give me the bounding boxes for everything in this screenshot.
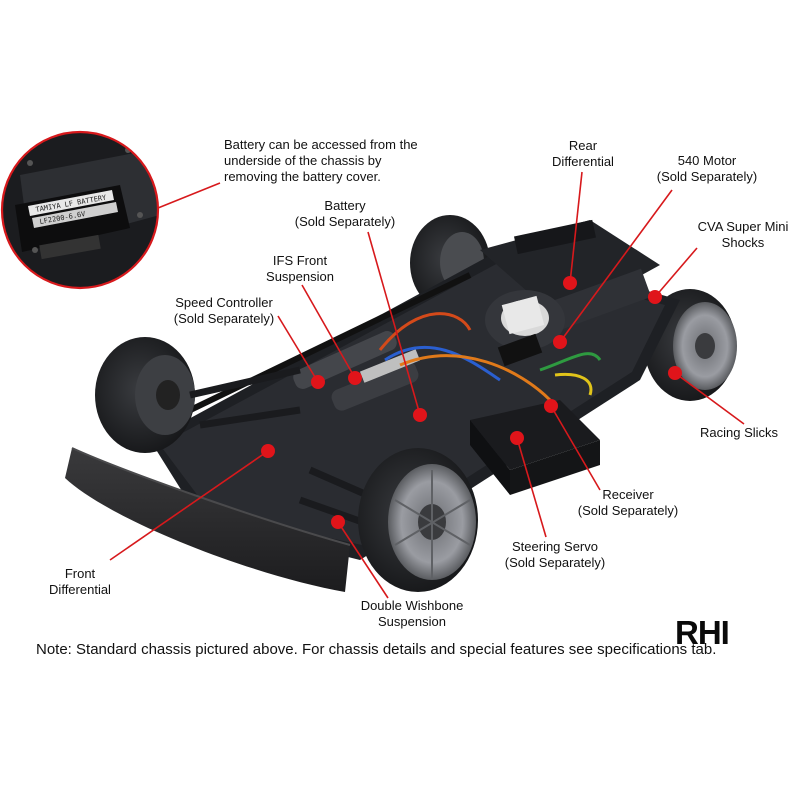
- pointer-ifs-front-suspension: [301, 284, 356, 379]
- watermark-logo: RHI: [675, 614, 730, 651]
- front-left-wheel: [95, 337, 195, 453]
- pointer-double-wishbone: [337, 521, 389, 599]
- callout-line: Rear: [568, 138, 598, 153]
- callout-line: IFS Front: [272, 253, 328, 268]
- pointer-receiver: [550, 405, 601, 491]
- pointer-front-differential: [109, 450, 269, 561]
- callout-speed-controller: Speed Controller (Sold Separately): [174, 295, 274, 327]
- dot-battery: [413, 408, 427, 422]
- pointer-battery: [367, 231, 421, 416]
- callout-line: Receiver: [602, 487, 654, 502]
- callout-receiver: Receiver (Sold Separately): [578, 487, 678, 519]
- callout-front-differential: Front Differential: [49, 566, 111, 598]
- callout-line: Double Wishbone: [360, 598, 464, 613]
- dot-racing-slicks: [668, 366, 682, 380]
- callout-line: Front: [64, 566, 96, 581]
- dot-receiver: [544, 399, 558, 413]
- callout-line: (Sold Separately): [294, 214, 396, 229]
- battery-inset-ring: [0, 130, 160, 290]
- callout-line: Suspension: [266, 269, 334, 284]
- wiring: [378, 312, 602, 402]
- pointer-racing-slicks: [674, 372, 745, 425]
- dot-cva-shocks: [648, 290, 662, 304]
- callout-line: Shocks: [721, 235, 765, 250]
- callout-line: Speed Controller: [175, 295, 273, 310]
- dot-front-differential: [261, 444, 275, 458]
- callout-cva-shocks: CVA Super Mini Shocks: [698, 219, 789, 251]
- footnote: Note: Standard chassis pictured above. F…: [36, 641, 717, 658]
- callout-line: CVA Super Mini: [697, 219, 789, 234]
- callout-double-wishbone: Double Wishbone Suspension: [361, 598, 464, 630]
- callout-line: (Sold Separately): [577, 503, 679, 518]
- callout-steering-servo: Steering Servo (Sold Separately): [505, 539, 605, 571]
- pointer-dots: [261, 276, 682, 529]
- callout-line: Differential: [49, 582, 111, 597]
- callout-line: (Sold Separately): [173, 311, 275, 326]
- dot-rear-differential: [563, 276, 577, 290]
- callout-line: (Sold Separately): [504, 555, 606, 570]
- dot-double-wishbone: [331, 515, 345, 529]
- callout-line: Battery can be accessed from the: [224, 137, 418, 152]
- drive-belt: [178, 272, 472, 418]
- callout-line: underside of the chassis by: [224, 153, 382, 168]
- pointer-steering-servo: [516, 437, 547, 538]
- callout-line: removing the battery cover.: [224, 169, 381, 184]
- electronics-box: [470, 400, 600, 495]
- callout-line: Steering Servo: [511, 539, 598, 554]
- pointer-speed-controller: [277, 315, 319, 383]
- front-right-wheel: [358, 448, 478, 592]
- callout-line: Suspension: [378, 614, 446, 629]
- dot-ifs-front-suspension: [348, 371, 362, 385]
- callout-racing-slicks: Racing Slicks: [700, 425, 778, 441]
- dot-540-motor: [553, 335, 567, 349]
- motor-area: [485, 290, 565, 350]
- callout-540-motor: 540 Motor (Sold Separately): [657, 153, 757, 185]
- callout-line: (Sold Separately): [656, 169, 758, 184]
- dot-speed-controller: [311, 375, 325, 389]
- dot-steering-servo: [510, 431, 524, 445]
- battery-inset: TAMIYA LF BATTERY LF2200-6.6V: [0, 130, 160, 290]
- pointer-540-motor: [559, 189, 673, 343]
- callout-line: Battery: [324, 198, 366, 213]
- callout-ifs-front-suspension: IFS Front Suspension: [266, 253, 334, 285]
- callout-battery: Battery (Sold Separately): [295, 198, 395, 230]
- pointer-rear-differential: [569, 171, 583, 284]
- callout-line: Racing Slicks: [700, 425, 779, 440]
- pointer-lines: [109, 171, 745, 599]
- pointer-cva-shocks: [654, 247, 698, 298]
- callout-battery-access: Battery can be accessed from the undersi…: [224, 137, 418, 185]
- callout-rear-differential: Rear Differential: [552, 138, 614, 170]
- callout-line: Differential: [552, 154, 614, 169]
- callout-line: 540 Motor: [677, 153, 737, 168]
- connector: [497, 333, 543, 367]
- pointer-battery-access: [157, 182, 221, 209]
- foam-bumper: [65, 447, 351, 592]
